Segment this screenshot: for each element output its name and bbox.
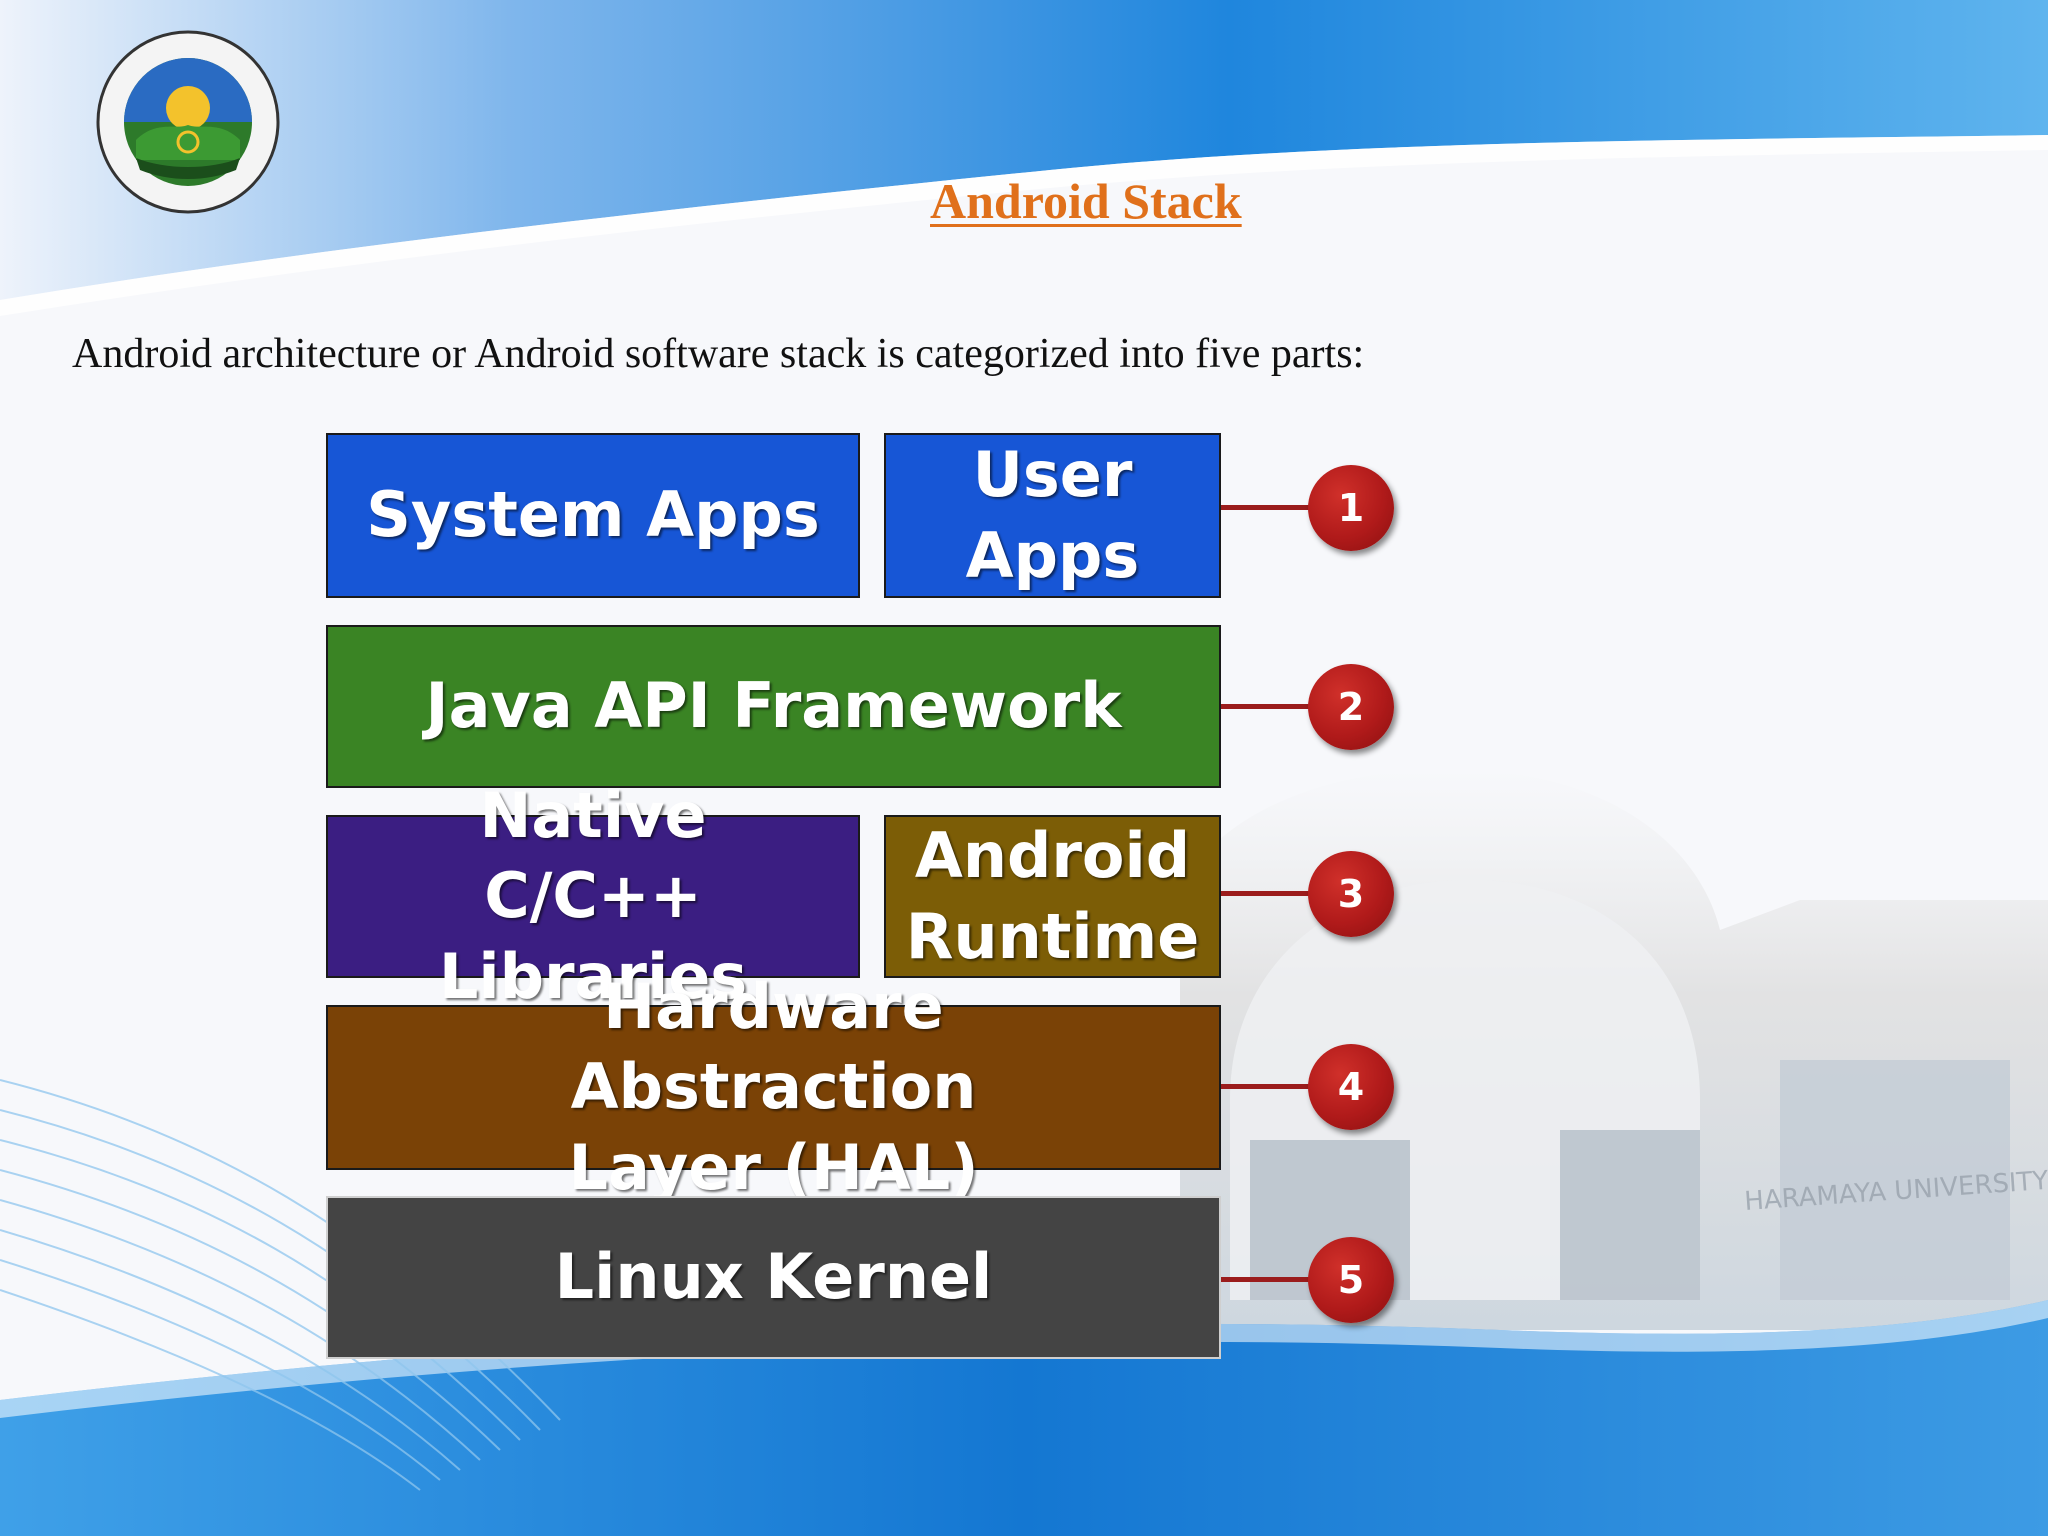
linux-kernel-box: Linux Kernel xyxy=(326,1196,1221,1359)
system-apps-label: System Apps xyxy=(366,478,820,552)
layer-badge-4: 4 xyxy=(1308,1044,1394,1130)
connector-3 xyxy=(1221,891,1311,896)
java-api-framework-label: Java API Framework xyxy=(425,669,1122,743)
native-libraries-label: Native C/C++ Libraries xyxy=(438,778,748,1013)
hal-box: Hardware Abstraction Layer (HAL) xyxy=(326,970,1221,1204)
java-api-framework-box: Java API Framework xyxy=(326,625,1221,788)
android-runtime-label: Android Runtime xyxy=(905,818,1200,973)
connector-4 xyxy=(1221,1084,1311,1089)
university-logo xyxy=(96,30,280,214)
layer-badge-5: 5 xyxy=(1308,1237,1394,1323)
connector-2 xyxy=(1221,704,1311,709)
layer-badge-1: 1 xyxy=(1308,465,1394,551)
user-apps-box: User Apps xyxy=(884,433,1221,598)
android-runtime-box: Android Runtime xyxy=(884,815,1221,978)
native-libraries-box: Native C/C++ Libraries xyxy=(326,779,860,1013)
slide-title: Android Stack xyxy=(930,173,1242,229)
intro-text: Android architecture or Android software… xyxy=(72,331,1365,377)
layer-badge-3: 3 xyxy=(1308,851,1394,937)
layer-badge-2: 2 xyxy=(1308,664,1394,750)
hal-label: Hardware Abstraction Layer (HAL) xyxy=(568,969,979,1204)
system-apps-box: System Apps xyxy=(326,433,860,598)
connector-1 xyxy=(1221,505,1311,510)
user-apps-label: User Apps xyxy=(965,437,1140,592)
connector-5 xyxy=(1221,1277,1311,1282)
linux-kernel-label: Linux Kernel xyxy=(554,1240,993,1314)
